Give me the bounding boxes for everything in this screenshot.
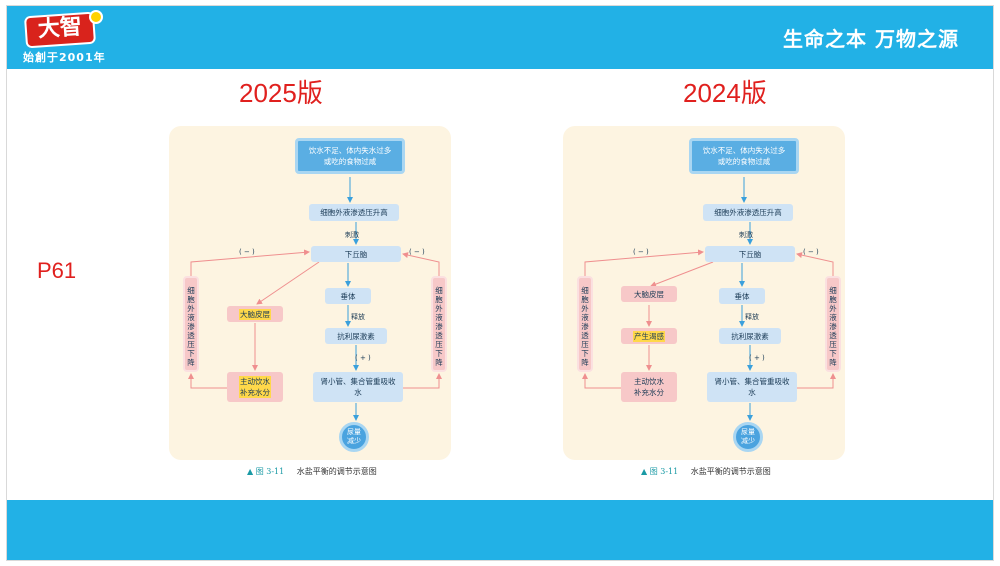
- caption-number: 图 3-11: [255, 467, 285, 476]
- side-label-text: 细胞外液渗透压下降: [435, 286, 443, 367]
- brand-logo: 大智 始創于2001年: [17, 10, 127, 64]
- hypothalamus-box: 下丘脑: [311, 246, 401, 262]
- diagram-arrows: [188, 177, 442, 421]
- side-label-text: 细胞外液渗透压下降: [581, 286, 589, 367]
- release-note: 释放: [351, 313, 365, 321]
- urine-reduced-circle: 尿量 减少: [339, 422, 369, 452]
- negative-note-left: ( − ): [239, 248, 255, 256]
- version-label-2025: 2025版: [239, 78, 323, 108]
- thirst-box: 产生渴感: [621, 328, 677, 344]
- logo-tagline: 始創于2001年: [23, 51, 106, 64]
- urine-line-2: 减少: [347, 437, 361, 445]
- caption-text: 水盐平衡的调节示意图: [690, 467, 771, 476]
- hypothalamus-box: 下丘脑: [705, 246, 795, 262]
- positive-note: ( + ): [749, 354, 765, 362]
- drink-line-2: 补充水分: [634, 388, 664, 397]
- header-bar: 大智 始創于2001年 生命之本 万物之源: [7, 6, 993, 69]
- version-label-2024: 2024版: [683, 78, 767, 108]
- osmotic-fall-label-left: 细胞外液渗透压下降: [577, 276, 593, 372]
- urine-reduced-circle: 尿量 减少: [733, 422, 763, 452]
- figure-caption: ▲ 图 3-11 水盐平衡的调节示意图: [247, 466, 377, 477]
- osmotic-rise-box: 细胞外液渗透压升高: [309, 204, 399, 221]
- page-reference: P61: [37, 258, 77, 283]
- slide: 大智 始創于2001年 生命之本 万物之源 2025版 2024版 P61: [6, 5, 994, 561]
- stimulus-box: 饮水不足、体内失水过多或吃的食物过咸: [689, 138, 799, 174]
- figure-caption: ▲ 图 3-11 水盐平衡的调节示意图: [641, 466, 771, 477]
- cortex-label: 大脑皮层: [239, 308, 271, 320]
- release-note: 释放: [745, 313, 759, 321]
- diagram-background: [169, 126, 451, 460]
- header-title: 生命之本 万物之源: [783, 27, 959, 51]
- side-label-text: 细胞外液渗透压下降: [187, 286, 195, 367]
- drink-box: 主动饮水 补充水分: [227, 372, 283, 402]
- stimulate-note: 刺激: [345, 231, 359, 239]
- caption-text: 水盐平衡的调节示意图: [296, 467, 377, 476]
- side-label-text: 细胞外液渗透压下降: [829, 286, 837, 367]
- triangle-icon: ▲: [247, 467, 254, 476]
- urine-line-1: 尿量: [741, 428, 755, 436]
- adh-box: 抗利尿激素: [719, 328, 781, 344]
- negative-note-left: ( − ): [633, 248, 649, 256]
- sun-icon: [89, 10, 103, 24]
- drink-line-2: 补充水分: [239, 387, 271, 398]
- positive-note: ( + ): [355, 354, 371, 362]
- stimulate-note: 刺激: [739, 231, 753, 239]
- urine-line-2: 减少: [741, 437, 755, 445]
- diagram-2025: 饮水不足、体内失水过多或吃的食物过咸 细胞外液渗透压升高 刺激 下丘脑 垂体 释…: [169, 126, 451, 476]
- pituitary-box: 垂体: [325, 288, 371, 304]
- diagram-background: [563, 126, 845, 460]
- diagram-arrows: [582, 177, 836, 421]
- negative-note-right: ( − ): [803, 248, 819, 256]
- tubule-box: 肾小管、集合管重吸收水: [707, 372, 797, 402]
- drink-line-1: 主动饮水: [239, 376, 271, 387]
- drink-line-1: 主动饮水: [634, 377, 664, 386]
- osmotic-fall-label-right: 细胞外液渗透压下降: [825, 276, 841, 372]
- negative-note-right: ( − ): [409, 248, 425, 256]
- tubule-box: 肾小管、集合管重吸收水: [313, 372, 403, 402]
- triangle-icon: ▲: [641, 467, 648, 476]
- osmotic-fall-label-right: 细胞外液渗透压下降: [431, 276, 447, 372]
- thirst-label: 产生渴感: [633, 330, 665, 342]
- pituitary-box: 垂体: [719, 288, 765, 304]
- footer-bar: [7, 500, 993, 560]
- cortex-box: 大脑皮层: [621, 286, 677, 302]
- osmotic-rise-box: 细胞外液渗透压升高: [703, 204, 793, 221]
- adh-box: 抗利尿激素: [325, 328, 387, 344]
- caption-number: 图 3-11: [649, 467, 679, 476]
- urine-line-1: 尿量: [347, 428, 361, 436]
- cortex-box: 大脑皮层: [227, 306, 283, 322]
- diagram-2024: 饮水不足、体内失水过多或吃的食物过咸 细胞外液渗透压升高 刺激 下丘脑 垂体 释…: [563, 126, 845, 476]
- osmotic-fall-label-left: 细胞外液渗透压下降: [183, 276, 199, 372]
- logo-badge: 大智: [23, 11, 97, 49]
- drink-box: 主动饮水 补充水分: [621, 372, 677, 402]
- stimulus-box: 饮水不足、体内失水过多或吃的食物过咸: [295, 138, 405, 174]
